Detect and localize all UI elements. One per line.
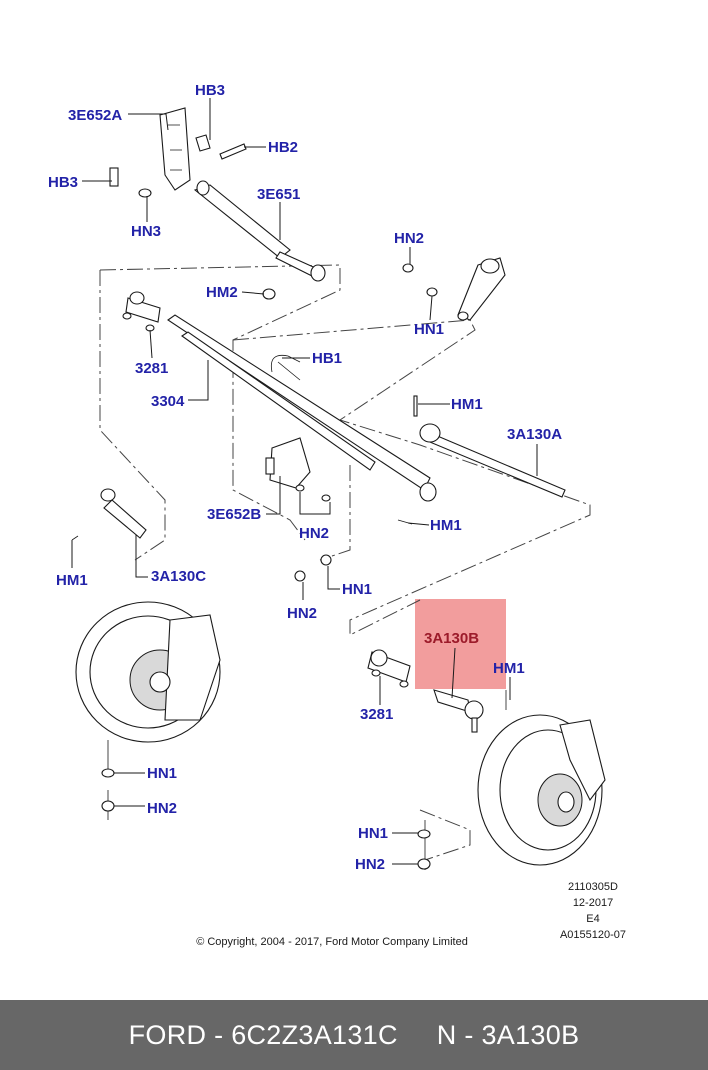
callout-hn1-top: HN1	[414, 321, 444, 338]
right-brake-assembly	[424, 714, 606, 870]
callout-3e651: 3E651	[257, 186, 300, 203]
callout-hm1-right: HM1	[430, 517, 462, 534]
nuts-hn2-mid	[295, 484, 331, 502]
nut-hn2-rightbot	[417, 858, 431, 870]
pitman-arm	[457, 257, 506, 321]
callout-hn2-mid: HN2	[299, 525, 329, 542]
diagram-revision: E4	[586, 913, 599, 925]
callout-3a130a: 3A130A	[507, 426, 562, 443]
damper-3e651	[193, 180, 326, 282]
diagram-date: 12-2017	[573, 897, 613, 909]
callout-hb3-left: HB3	[48, 174, 78, 191]
callout-3e652b: 3E652B	[207, 506, 261, 523]
u-bolt-hb1	[270, 354, 301, 381]
callout-3a130b: 3A130B	[424, 630, 479, 647]
assembly-outline-lower	[419, 809, 471, 861]
sleeve-3281-top	[122, 291, 161, 332]
callout-hm1-left: HM1	[56, 572, 88, 589]
nut-hn1-top	[426, 287, 438, 297]
callout-hn1-mid: HN1	[342, 581, 372, 598]
callout-hn1-rightbot: HN1	[358, 825, 388, 842]
nut-hm2	[262, 288, 276, 300]
footer-part-numbers: FORD - 6C2Z3A131C N - 3A130B	[128, 1019, 580, 1050]
left-brake-assembly	[75, 601, 221, 820]
nut-hn2-low	[294, 570, 306, 582]
callout-3304: 3304	[151, 393, 185, 410]
nut-hn1-rightbot	[417, 829, 431, 839]
center-link-3304	[167, 314, 437, 502]
callout-hn2-leftbot: HN2	[147, 800, 177, 817]
callout-hm1-mid: HM1	[451, 396, 483, 413]
assembly-outline-right	[232, 319, 591, 636]
steering-linkage-diagram: HB3 3E652A HB2 HB3 3E651 HN3 HN2 HM2 HN1…	[48, 82, 626, 948]
nut-hn1-mid	[320, 554, 332, 566]
callout-hb1: HB1	[312, 350, 342, 367]
nut-hn2-top	[402, 263, 414, 273]
highlight-box	[415, 599, 506, 689]
part-number-footer: FORD - 6C2Z3A131C N - 3A130B	[0, 1000, 708, 1070]
nut-hn2-leftbot	[101, 800, 115, 812]
callout-3a130c: 3A130C	[151, 568, 206, 585]
callout-hn3: HN3	[131, 223, 161, 240]
callout-hn2-top: HN2	[394, 230, 424, 247]
callout-hn2-low: HN2	[287, 605, 317, 622]
bolt-hb3-left	[109, 167, 119, 187]
callout-hn1-leftbot: HN1	[147, 765, 177, 782]
bracket-3e652a	[159, 107, 191, 191]
diagram-reference: A0155120-07	[560, 929, 626, 941]
leader-lines	[71, 98, 538, 865]
bolt-hb3-top	[195, 134, 211, 152]
bolt-hb2	[219, 143, 247, 160]
nut-hn3	[138, 188, 152, 198]
tie-rod-end-3a130c	[71, 488, 147, 541]
assembly-outline-left	[99, 270, 166, 561]
callout-3281-low: 3281	[360, 706, 393, 723]
callout-hm1-low: HM1	[493, 660, 525, 677]
diagram-code: 2110305D	[568, 881, 618, 893]
callout-3281-top: 3281	[135, 360, 168, 377]
tie-rod-end-3a130b	[433, 689, 507, 733]
tie-rod-3a130a	[413, 395, 566, 498]
callout-hb3-top: HB3	[195, 82, 225, 99]
callout-hb2: HB2	[268, 139, 298, 156]
callout-3e652a: 3E652A	[68, 107, 122, 124]
bracket-3e652b	[265, 437, 311, 489]
sleeve-3281-low	[367, 649, 411, 688]
copyright-notice: © Copyright, 2004 - 2017, Ford Motor Com…	[196, 936, 468, 948]
assembly-outline-mid	[319, 465, 351, 561]
callout-hn2-rightbot: HN2	[355, 856, 385, 873]
callout-hm2: HM2	[206, 284, 238, 301]
nut-hn1-leftbot	[101, 768, 115, 778]
